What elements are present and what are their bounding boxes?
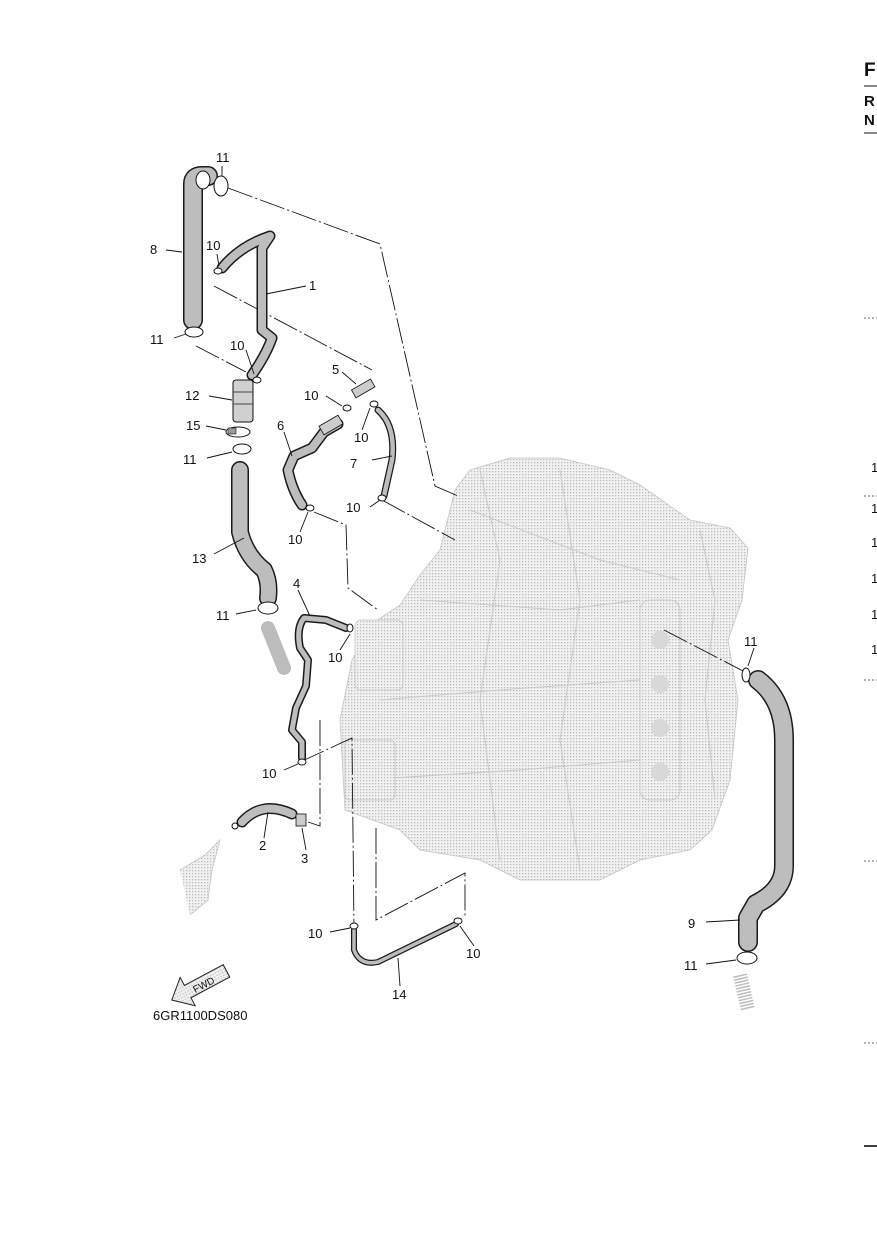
callout-2: 2 — [259, 838, 266, 853]
hose-14 — [351, 921, 459, 966]
clamps — [184, 175, 758, 965]
margin-number: 1 — [871, 642, 877, 657]
callout-13: 13 — [192, 551, 206, 566]
hose-4 — [288, 614, 350, 762]
callout-14: 14 — [392, 987, 406, 1002]
hose-6 — [282, 414, 344, 511]
fitting-3 — [295, 813, 307, 827]
header-letter-n: N — [864, 112, 875, 129]
callout-11: 11 — [744, 634, 758, 649]
margin-number: 1 — [871, 535, 877, 550]
reference-lines — [195, 187, 746, 931]
margin-number: 1 — [871, 571, 877, 586]
callout-10: 10 — [466, 946, 480, 961]
engine-block-ghost — [339, 457, 749, 881]
ghost-hose-stubs — [179, 621, 755, 1012]
header-letter-r: R — [864, 93, 875, 110]
callout-11: 11 — [216, 150, 230, 165]
callout-6: 6 — [277, 418, 284, 433]
callout-10: 10 — [206, 238, 220, 253]
margin-number: 1 — [871, 607, 877, 622]
callout-5: 5 — [332, 362, 339, 377]
clamp-15 — [225, 426, 251, 438]
fwd-arrow-icon: FWD — [171, 964, 231, 1007]
callout-9: 9 — [688, 916, 695, 931]
margin-number: 1 — [871, 501, 877, 516]
callout-10: 10 — [304, 388, 318, 403]
callout-1: 1 — [309, 278, 316, 293]
header-letter-f: F — [864, 60, 876, 81]
fwd-label: FWD — [192, 975, 217, 995]
callout-11: 11 — [183, 452, 197, 467]
callout-10: 10 — [346, 500, 360, 515]
hose-8 — [183, 166, 218, 330]
callout-11: 11 — [150, 332, 164, 347]
callout-8: 8 — [150, 242, 157, 257]
callout-11: 11 — [684, 958, 698, 973]
callout-10: 10 — [230, 338, 244, 353]
hose-1 — [216, 230, 278, 381]
callout-11: 11 — [216, 608, 230, 623]
fitting-5 — [350, 378, 376, 399]
leader-lines — [165, 166, 755, 987]
callout-10: 10 — [288, 532, 302, 547]
margin-ticks — [864, 317, 877, 1147]
hose-7 — [374, 406, 397, 500]
hose-13 — [231, 461, 278, 607]
callout-15: 15 — [186, 418, 200, 433]
callout-10: 10 — [262, 766, 276, 781]
callout-4: 4 — [293, 576, 300, 591]
callout-10: 10 — [308, 926, 322, 941]
margin-number: 1 — [871, 460, 877, 475]
callout-10: 10 — [354, 430, 368, 445]
callout-10: 10 — [328, 650, 342, 665]
hose-9 — [738, 670, 794, 952]
hose-12 — [232, 379, 254, 423]
callout-7: 7 — [350, 456, 357, 471]
hose-2 — [236, 803, 298, 828]
drawing-code: 6GR1100DS080 — [153, 1008, 247, 1023]
callout-12: 12 — [185, 388, 199, 403]
callout-3: 3 — [301, 851, 308, 866]
